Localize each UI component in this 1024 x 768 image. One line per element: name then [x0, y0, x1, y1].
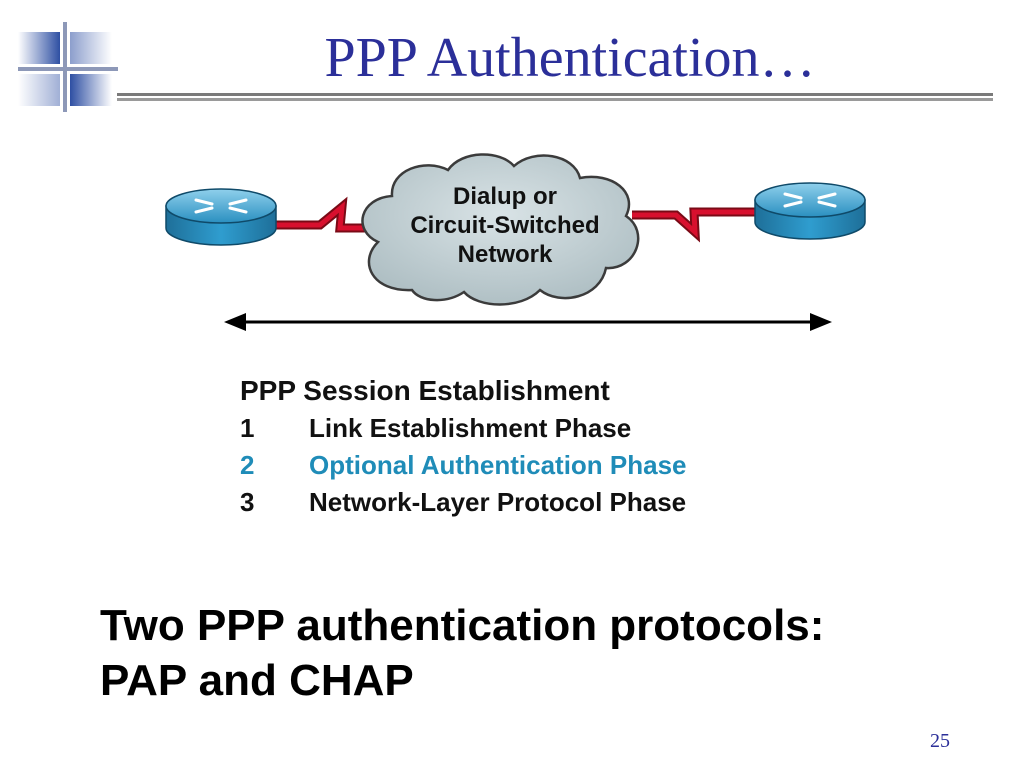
cloud-label-line-2: Circuit-Switched	[410, 212, 599, 239]
session-span-arrow	[224, 313, 832, 331]
phase-number: 3	[240, 487, 255, 517]
cloud-label-line-3: Network	[458, 241, 553, 268]
cloud-label-line-1: Dialup or	[453, 183, 557, 210]
slide-title: PPP Authentication…	[324, 27, 816, 89]
phase-label: Network-Layer Protocol Phase	[309, 487, 687, 517]
session-establishment-list: PPP Session Establishment 1 Link Establis…	[240, 372, 687, 521]
session-heading: PPP Session Establishment	[240, 375, 610, 406]
phase-row-3: 3 Network-Layer Protocol Phase	[240, 484, 687, 521]
phase-number: 1	[240, 413, 255, 443]
network-cloud: Dialup or Circuit-Switched Network	[361, 153, 640, 306]
protocols-summary: Two PPP authentication protocols: PAP an…	[100, 598, 824, 708]
phase-number: 2	[240, 450, 255, 480]
summary-line-1: Two PPP authentication protocols:	[100, 601, 825, 650]
network-diagram: Dialup or Circuit-Switched Network	[165, 153, 866, 331]
phase-row-1: 1 Link Establishment Phase	[240, 410, 687, 447]
slide-logo-icon	[18, 22, 118, 112]
summary-line-2: PAP and CHAP	[100, 656, 414, 705]
slide-number: 25	[930, 730, 950, 752]
left-router-icon	[165, 188, 277, 246]
phase-label: Optional Authentication Phase	[309, 450, 687, 480]
right-router-icon	[754, 182, 866, 240]
title-underline	[117, 93, 993, 101]
phase-row-2: 2 Optional Authentication Phase	[240, 447, 687, 484]
phase-label: Link Establishment Phase	[309, 413, 632, 443]
